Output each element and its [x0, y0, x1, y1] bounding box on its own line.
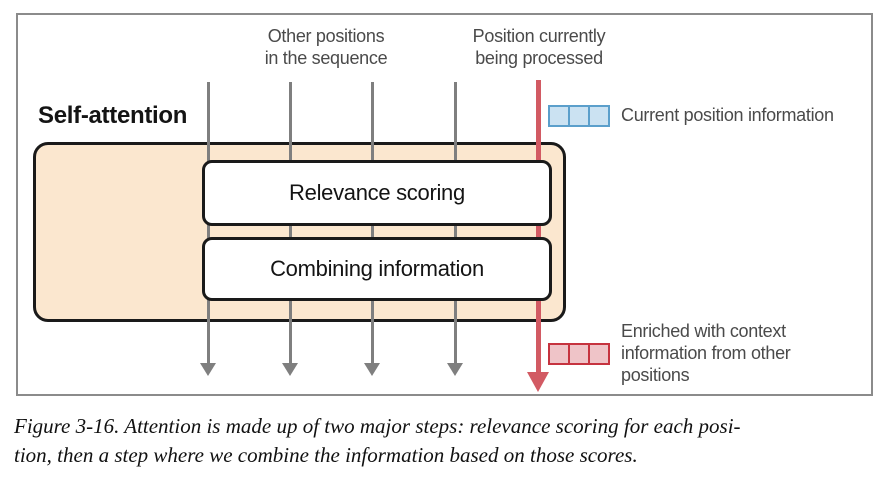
swatch-cell [568, 343, 590, 365]
down-arrowhead-icon [527, 372, 549, 392]
enriched-legend-label: Enriched with context information from o… [621, 321, 791, 385]
self-attention-title: Self-attention [38, 102, 188, 129]
swatch-cell [548, 343, 570, 365]
current-position-swatch [548, 105, 610, 127]
relevance-scoring-box: Relevance scoring [202, 160, 552, 226]
down-arrowhead-icon [364, 363, 380, 376]
down-arrowhead-icon [447, 363, 463, 376]
swatch-cell [588, 343, 610, 365]
arrow-shaft [536, 80, 541, 372]
enriched-swatch [548, 343, 610, 365]
other-positions-label: Other positions in the sequence [264, 26, 388, 68]
swatch-cell [568, 105, 590, 127]
down-arrowhead-icon [200, 363, 216, 376]
combining-information-box: Combining information [202, 237, 552, 301]
relevance-scoring-label: Relevance scoring [289, 180, 465, 205]
figure-caption: Figure 3-16. Attention is made up of two… [14, 414, 741, 467]
current-position-label: Position currently being processed [472, 26, 606, 68]
down-arrowhead-icon [282, 363, 298, 376]
swatch-cell [548, 105, 570, 127]
swatch-cell [588, 105, 610, 127]
combining-information-label: Combining information [270, 256, 484, 281]
current-position-legend-label: Current position information [621, 105, 834, 125]
